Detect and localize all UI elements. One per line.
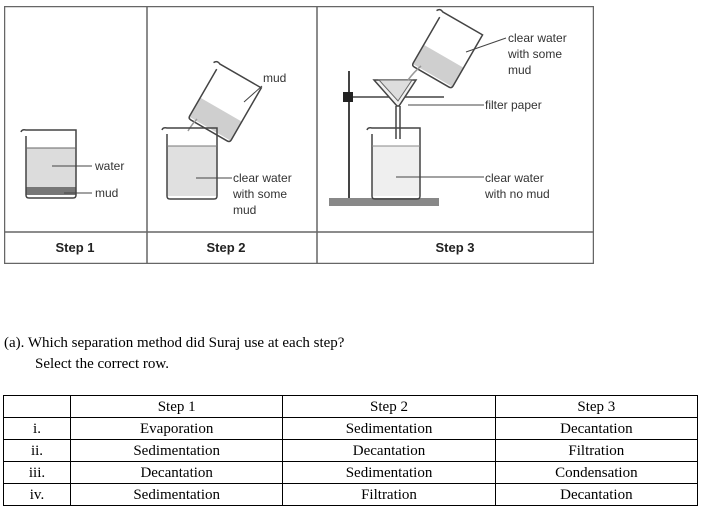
table-cell: Evaporation — [69, 417, 284, 440]
table-row[interactable]: ii. Sedimentation Decantation Filtration — [3, 439, 699, 462]
step2-tilted-beaker — [188, 60, 263, 143]
table-header-row: Step 1 Step 2 Step 3 — [3, 395, 699, 418]
step3-caption: Step 3 — [435, 240, 474, 255]
step2-mud-label: mud — [263, 71, 286, 85]
table-header-cell: Step 2 — [282, 395, 496, 418]
step1-water-label: water — [94, 159, 124, 173]
table-cell: Sedimentation — [282, 417, 496, 440]
table-cell: Sedimentation — [282, 461, 496, 484]
table-cell: Filtration — [494, 439, 699, 462]
table-cell: Filtration — [282, 483, 496, 506]
table-header-cell — [3, 395, 71, 418]
table-row[interactable]: i. Evaporation Sedimentation Decantation — [3, 417, 699, 440]
table-cell: Decantation — [494, 417, 699, 440]
table-cell: Sedimentation — [69, 483, 284, 506]
table-cell: Decantation — [494, 483, 699, 506]
step2-mud-leader — [243, 85, 263, 103]
row-label: iii. — [3, 461, 71, 484]
figure-frame — [4, 6, 594, 264]
step2-clear-label-1: clear water — [233, 171, 292, 185]
step1-mud-label: mud — [95, 186, 118, 200]
row-label: i. — [3, 417, 71, 440]
options-table: Step 1 Step 2 Step 3 i. Evaporation Sedi… — [3, 395, 699, 506]
row-label: iv. — [3, 483, 71, 506]
step3-beaker — [366, 127, 421, 200]
step3-top-label-1: clear water — [508, 31, 567, 45]
step2-beaker — [161, 127, 218, 200]
table-cell: Sedimentation — [69, 439, 284, 462]
step3-top-leader — [465, 37, 507, 53]
step3-bottom-label-2: with no mud — [484, 187, 550, 201]
question-line-2: Select the correct row. — [35, 356, 169, 372]
step3-bottom-label-1: clear water — [485, 171, 544, 185]
step3-filter-label: filter paper — [485, 98, 542, 112]
step3-tilted-beaker — [411, 8, 484, 89]
step3-top-label-3: mud — [508, 63, 531, 77]
step1-caption: Step 1 — [55, 240, 94, 255]
experiment-figure: water mud Step 1 mud clear water with so… — [4, 6, 594, 264]
step2-clear-label-2: with some — [232, 187, 287, 201]
step2-pour-stream — [187, 118, 198, 132]
table-cell: Condensation — [494, 461, 699, 484]
table-header-cell: Step 3 — [494, 395, 699, 418]
step1-beaker — [20, 129, 77, 199]
step3-pour-stream — [407, 65, 422, 81]
table-row[interactable]: iii. Decantation Sedimentation Condensat… — [3, 461, 699, 484]
row-label: ii. — [3, 439, 71, 462]
table-cell: Decantation — [69, 461, 284, 484]
step3-top-label-2: with some — [507, 47, 562, 61]
step3-funnel — [372, 79, 418, 139]
table-row[interactable]: iv. Sedimentation Filtration Decantation — [3, 483, 699, 506]
step2-clear-label-3: mud — [233, 203, 256, 217]
table-cell: Decantation — [282, 439, 496, 462]
question-line-1: (a). Which separation method did Suraj u… — [4, 335, 345, 351]
table-header-cell: Step 1 — [69, 395, 284, 418]
step2-caption: Step 2 — [206, 240, 245, 255]
question-text: (a). Which separation method did Suraj u… — [4, 333, 344, 375]
